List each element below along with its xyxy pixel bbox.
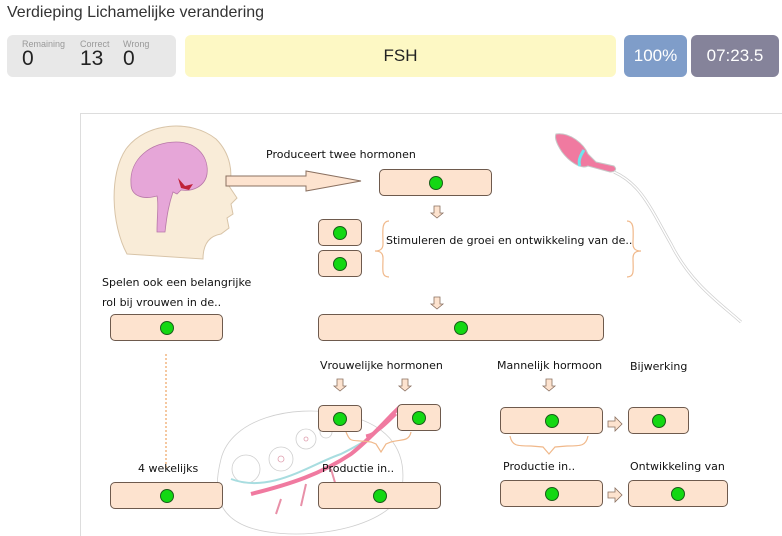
correct-indicator-icon: [159, 488, 174, 503]
diagram-artwork: [113, 125, 743, 535]
drop-zone-female-hormone-2[interactable]: [397, 404, 441, 431]
drop-zone-production-female[interactable]: [318, 482, 441, 509]
arrow-down-icon: [541, 378, 557, 392]
label-female-hormones: Vrouwelijke hormonen: [320, 359, 443, 372]
male-bracket-icon: [509, 435, 589, 455]
label-development: Ontwikkeling van: [630, 460, 725, 473]
drop-zone-production-male[interactable]: [500, 480, 603, 507]
correct-indicator-icon: [412, 410, 426, 425]
arrow-down-icon: [429, 205, 445, 219]
correct-indicator-icon: [544, 413, 559, 428]
question-term: FSH: [185, 35, 616, 77]
correct-indicator-icon: [454, 320, 468, 335]
stat-remaining: Remaining 0: [22, 39, 65, 69]
drop-zone-stimulate-1[interactable]: [318, 219, 362, 246]
drop-zone-development[interactable]: [318, 314, 604, 341]
stat-remaining-value: 0: [22, 47, 34, 70]
label-produces: Produceert twee hormonen: [266, 148, 416, 161]
correct-indicator-icon: [159, 320, 174, 335]
diagram-board: Produceert twee hormonen Stimuleren de g…: [80, 113, 782, 536]
drop-zone-male-hormone[interactable]: [500, 407, 603, 434]
label-stimulate: Stimuleren de groei en ontwikkeling van …: [386, 234, 633, 247]
correct-indicator-icon: [651, 413, 666, 428]
stat-wrong-value: 0: [123, 47, 135, 70]
correct-indicator-icon: [372, 488, 387, 503]
stat-correct-value: 13: [80, 47, 104, 70]
arrow-right-icon: [607, 487, 623, 503]
timer: 07:23.5: [691, 35, 779, 77]
arrow-right-icon: [607, 416, 623, 432]
correct-indicator-icon: [333, 411, 347, 426]
score-percent: 100%: [624, 35, 687, 77]
brace-left-icon: [374, 220, 390, 278]
drop-zone-hormones[interactable]: [379, 169, 492, 196]
stat-wrong-label: Wrong: [123, 39, 150, 49]
correct-indicator-icon: [544, 486, 559, 501]
label-male-hormone: Mannelijk hormoon: [497, 359, 603, 372]
sperm-illustration-icon: [555, 133, 743, 324]
head-illustration-icon: [113, 125, 238, 260]
label-four-weekly: 4 wekelijks: [138, 462, 199, 475]
label-production-male: Productie in..: [503, 460, 576, 473]
page-title: Verdieping Lichamelijke verandering: [7, 4, 265, 21]
label-production-female: Productie in..: [322, 462, 395, 475]
correct-indicator-icon: [333, 225, 347, 240]
drop-zone-stimulate-2[interactable]: [318, 250, 362, 277]
drop-zone-side-effect[interactable]: [628, 407, 689, 434]
drop-zone-development-of[interactable]: [628, 480, 728, 507]
label-women-role-1: Spelen ook een belangrijke: [102, 276, 252, 289]
drop-zone-four-weekly[interactable]: [110, 482, 223, 509]
label-side-effect: Bijwerking: [630, 360, 688, 373]
stat-remaining-label: Remaining: [22, 39, 66, 49]
brace-right-icon: [626, 220, 642, 278]
stats-panel: Remaining 0 Correct 13 Wrong 0: [7, 35, 176, 77]
big-arrow-icon: [225, 170, 362, 192]
arrow-down-icon: [429, 296, 445, 310]
correct-indicator-icon: [333, 256, 347, 271]
arrow-down-icon: [332, 378, 348, 392]
stat-correct-label: Correct: [80, 39, 110, 49]
label-women-role-2: rol bij vrouwen in de..: [102, 296, 222, 309]
female-bracket-icon: [345, 431, 412, 454]
arrow-down-icon: [397, 378, 413, 392]
drop-zone-female-hormone-1[interactable]: [318, 405, 362, 432]
drop-zone-women-role[interactable]: [110, 314, 223, 341]
stat-correct: Correct 13: [80, 39, 110, 69]
correct-indicator-icon: [671, 486, 685, 501]
correct-indicator-icon: [428, 175, 443, 190]
stat-wrong: Wrong 0: [123, 39, 149, 69]
